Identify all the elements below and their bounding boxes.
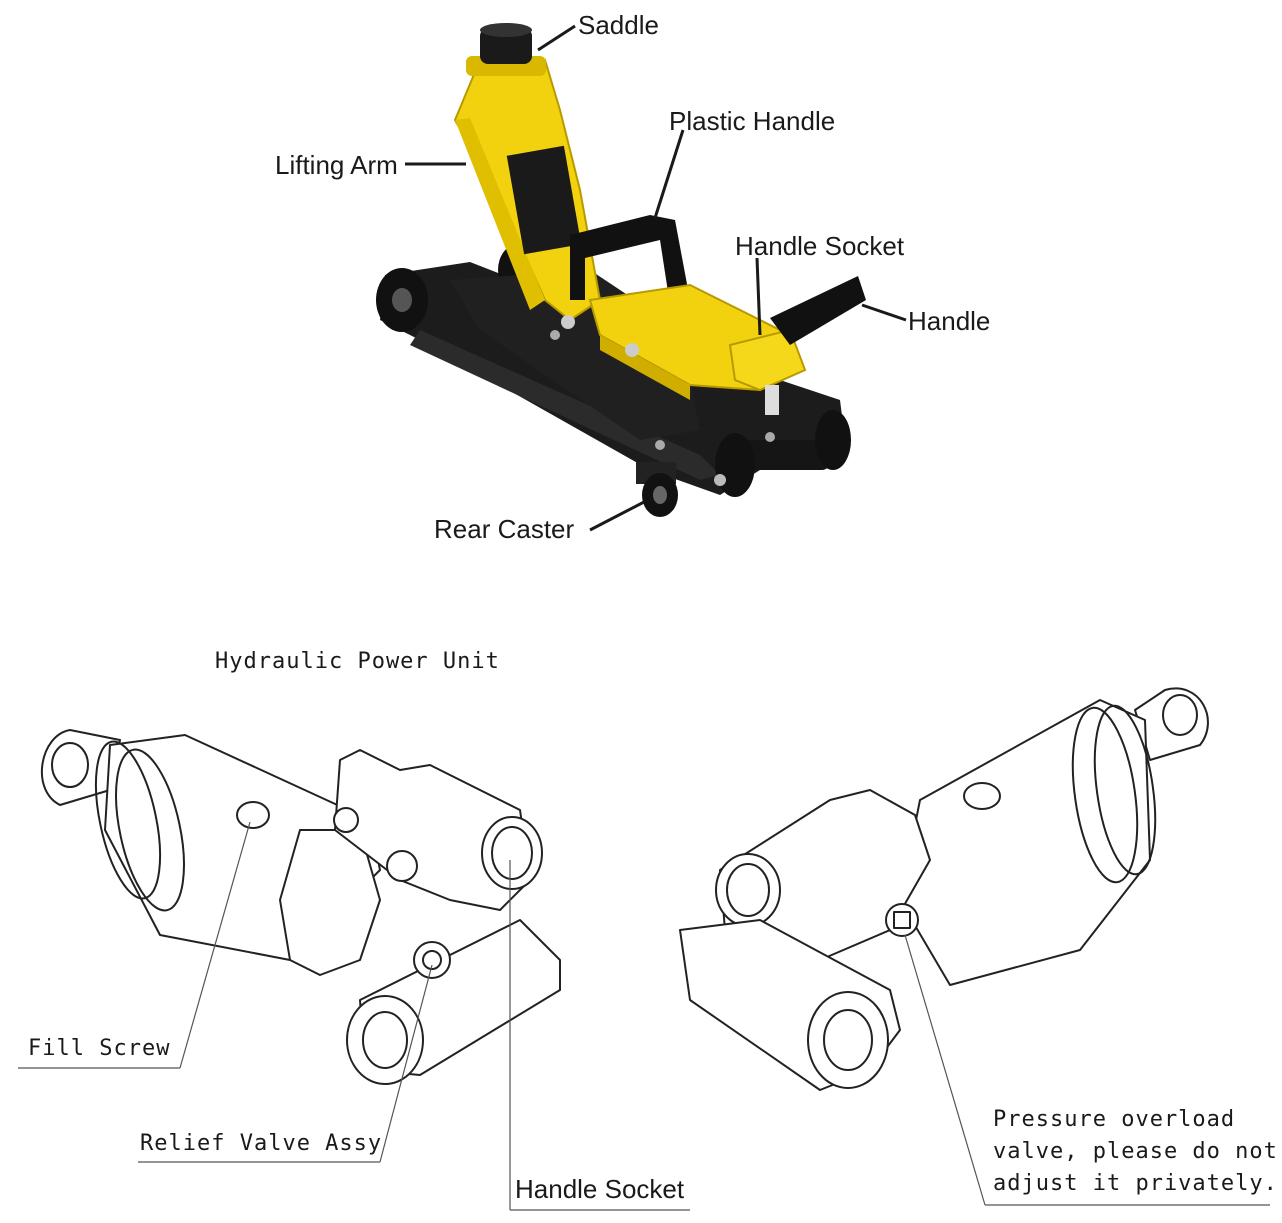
pressure-valve-note: Pressure overload valve, please do not a… bbox=[993, 1107, 1278, 1196]
rear-caster-label: Rear Caster bbox=[434, 514, 574, 544]
pressure-note-line-1: Pressure overload bbox=[993, 1107, 1235, 1132]
floor-jack-illustration bbox=[376, 23, 866, 517]
saddle-label: Saddle bbox=[578, 10, 659, 40]
power-unit-title: Hydraulic Power Unit bbox=[215, 649, 500, 674]
handle-label: Handle bbox=[908, 306, 990, 336]
lifting-arm-label: Lifting Arm bbox=[275, 150, 398, 180]
power-unit-right-drawing bbox=[679, 687, 1209, 1091]
pressure-note-line-2: valve, please do not bbox=[993, 1139, 1278, 1164]
handle-socket-lower-label: Handle Socket bbox=[515, 1174, 685, 1204]
power-unit-leaders bbox=[18, 821, 1270, 1211]
relief-valve-label: Relief Valve Assy bbox=[140, 1131, 382, 1156]
front-wheel bbox=[376, 268, 428, 332]
jack-leaders bbox=[405, 24, 907, 532]
handle-socket-label: Handle Socket bbox=[735, 231, 905, 261]
saddle-part bbox=[466, 23, 546, 76]
fill-screw-label: Fill Screw bbox=[28, 1036, 170, 1061]
power-unit-left-drawing bbox=[41, 729, 561, 1085]
plastic-handle-label: Plastic Handle bbox=[669, 106, 835, 136]
pressure-note-line-3: adjust it privately. bbox=[993, 1171, 1278, 1196]
rear-caster-wheel bbox=[636, 462, 678, 517]
